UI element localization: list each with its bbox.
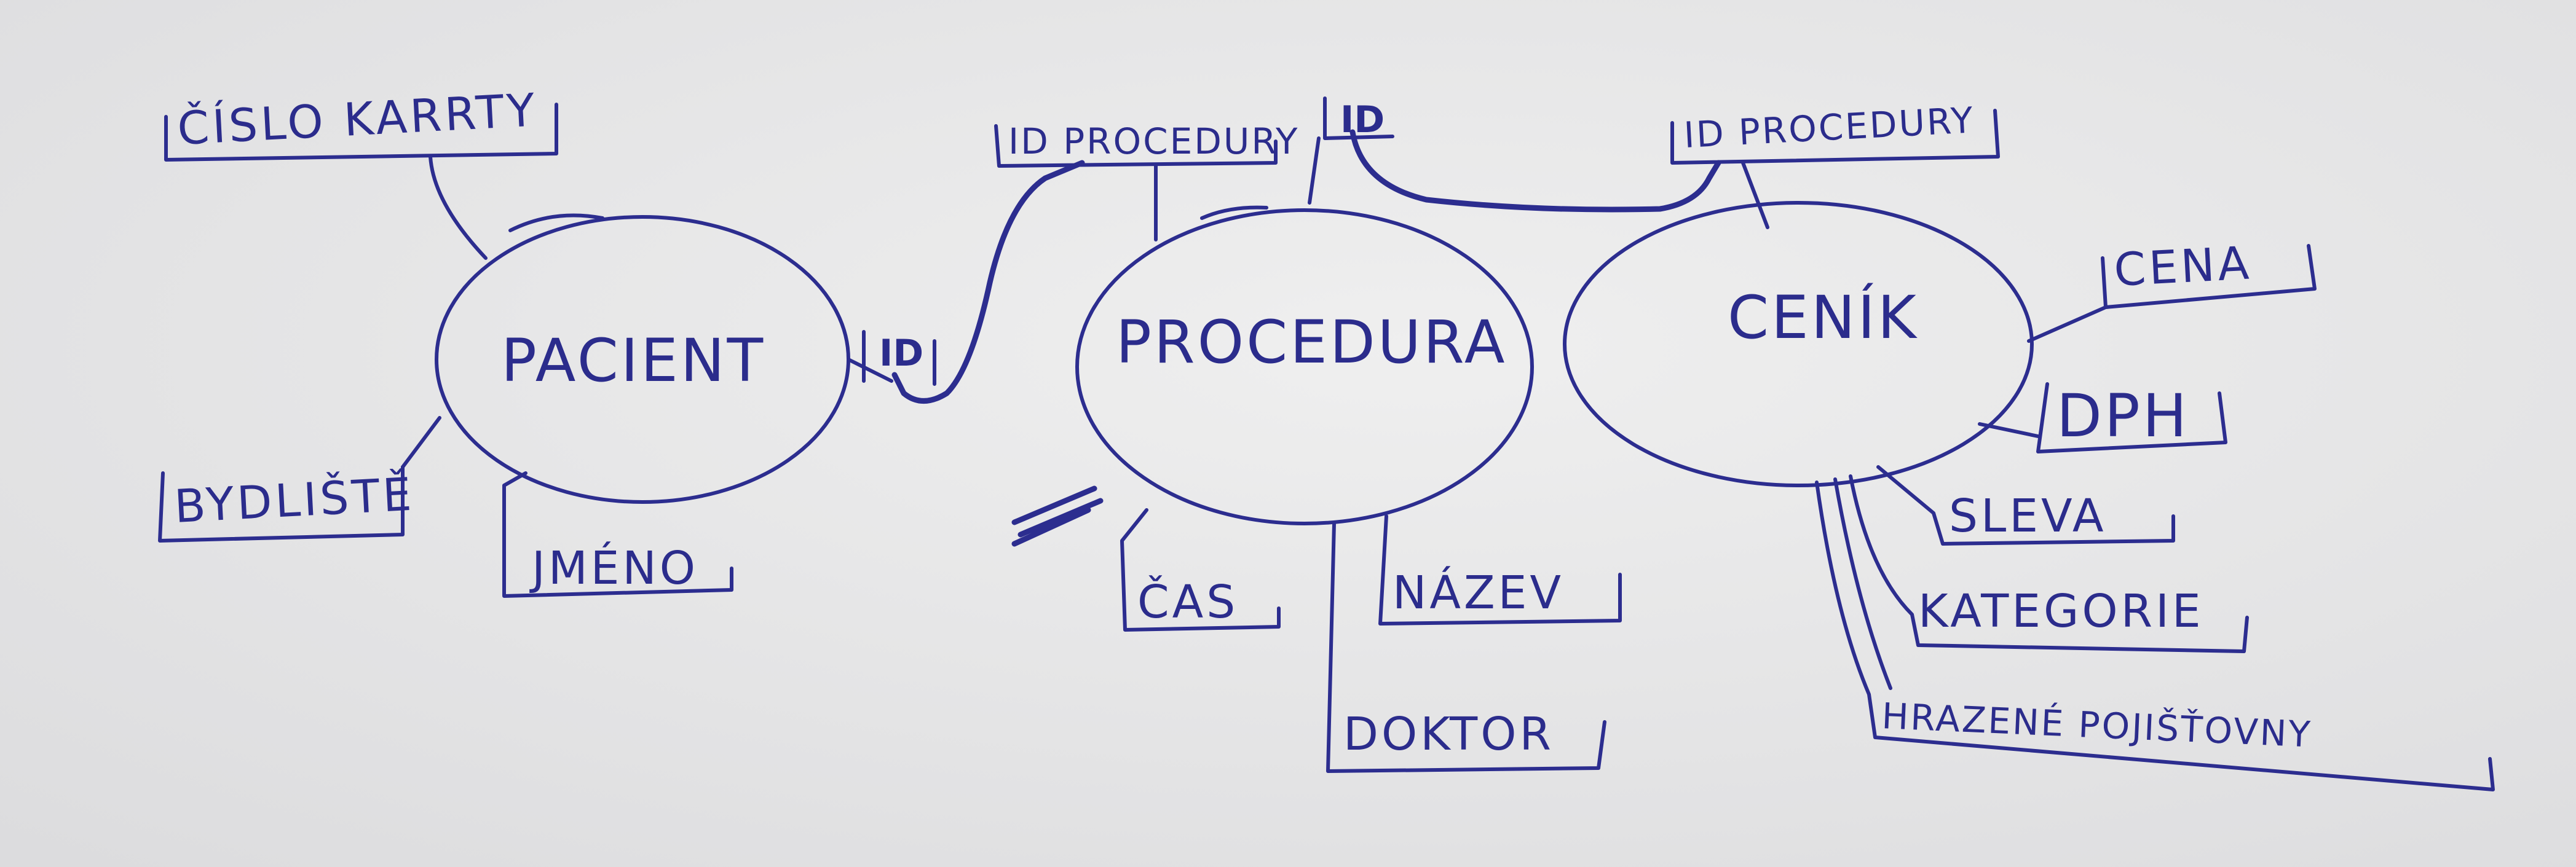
entity-procedura-ellipse	[1075, 208, 1534, 525]
attr-procedura-cas: ČAS	[1120, 508, 1281, 632]
procedura-scribble	[1011, 485, 1104, 547]
attr-link-hrazene-pojistovny-extra	[1833, 477, 1892, 690]
attr-label-kategorie: KATEGORIE	[1918, 585, 2204, 638]
attr-cenik-kategorie: KATEGORIE	[1849, 474, 2249, 653]
entity-procedura-label: PROCEDURA	[1116, 308, 1507, 377]
attr-box-dph	[2036, 382, 2227, 453]
entity-cenik-label: CENÍK	[1728, 283, 1919, 352]
attr-procedura-id-procedury: ID PROCEDURY	[994, 120, 1299, 241]
attr-cenik-dph: DPH	[1978, 382, 2227, 453]
attr-box-id	[1323, 96, 1394, 140]
attr-box-id-procedury-1	[994, 124, 1278, 168]
attr-label-cena: CENA	[2112, 237, 2253, 297]
rel-key-marks	[862, 330, 936, 386]
attr-label-sleva: SLEVA	[1949, 490, 2106, 543]
attr-box-cas	[1120, 508, 1281, 632]
attr-link-id-procedury-2	[1741, 161, 1769, 229]
attr-cenik-sleva: SLEVA	[1876, 465, 2175, 546]
entity-pacient: PACIENT	[435, 213, 850, 504]
rel-key-label-id: ID	[879, 332, 923, 375]
attr-label-bydliste: BYDLIŠTĚ	[173, 467, 416, 533]
attr-box-hrazene-pojistovny	[1815, 481, 2495, 791]
rel-line-procedura-cenik	[1349, 129, 1721, 213]
attr-pacient-jmeno: JMÉNO	[502, 471, 733, 598]
rel-line-pacient-procedura	[891, 160, 1085, 404]
procedura-overstroke	[1200, 205, 1268, 220]
attr-procedura-nazev: NÁZEV	[1378, 514, 1622, 626]
attr-box-cislo-karty	[164, 103, 558, 162]
attr-label-id: ID	[1340, 98, 1385, 141]
pacient-overstroke	[508, 213, 604, 232]
attr-label-doktor: DOKTOR	[1343, 708, 1554, 761]
attr-box-kategorie	[1849, 474, 2249, 653]
attr-link-bydliste	[401, 416, 441, 469]
attr-label-dph: DPH	[2056, 382, 2189, 450]
entity-cenik-ellipse	[1563, 201, 2034, 487]
attr-box-cena	[2101, 244, 2317, 309]
attr-link-id	[1308, 136, 1321, 205]
attr-label-nazev: NÁZEV	[1393, 565, 1564, 619]
attr-label-cas: ČAS	[1137, 575, 1238, 629]
attr-box-jmeno	[502, 471, 733, 598]
attr-link-cena	[2027, 305, 2108, 343]
attr-link-cislo-karty	[429, 155, 488, 260]
attr-box-bydliste	[158, 465, 405, 543]
attr-box-nazev	[1378, 514, 1622, 626]
entity-cenik: CENÍK	[1563, 201, 2034, 487]
rel-stub-pacient	[847, 358, 893, 383]
attr-box-doktor	[1326, 522, 1606, 773]
attr-box-sleva	[1876, 465, 2175, 546]
attr-procedura-id: ID	[1308, 96, 1394, 205]
attr-label-jmeno: JMÉNO	[529, 541, 698, 595]
attr-procedura-doktor: DOKTOR	[1326, 522, 1606, 773]
attr-box-id-procedury-2	[1670, 109, 2000, 165]
attr-link-dph	[1978, 422, 2040, 438]
attr-cenik-cena: CENA	[2027, 237, 2317, 343]
entity-pacient-label: PACIENT	[501, 326, 765, 395]
entity-procedura: PROCEDURA	[1011, 205, 1534, 547]
attr-label-id-procedury-1: ID PROCEDURY	[1008, 120, 1299, 162]
attr-pacient-bydliste: BYDLIŠTĚ	[158, 416, 441, 543]
relationship-pacient-procedura: ID	[847, 160, 1085, 404]
